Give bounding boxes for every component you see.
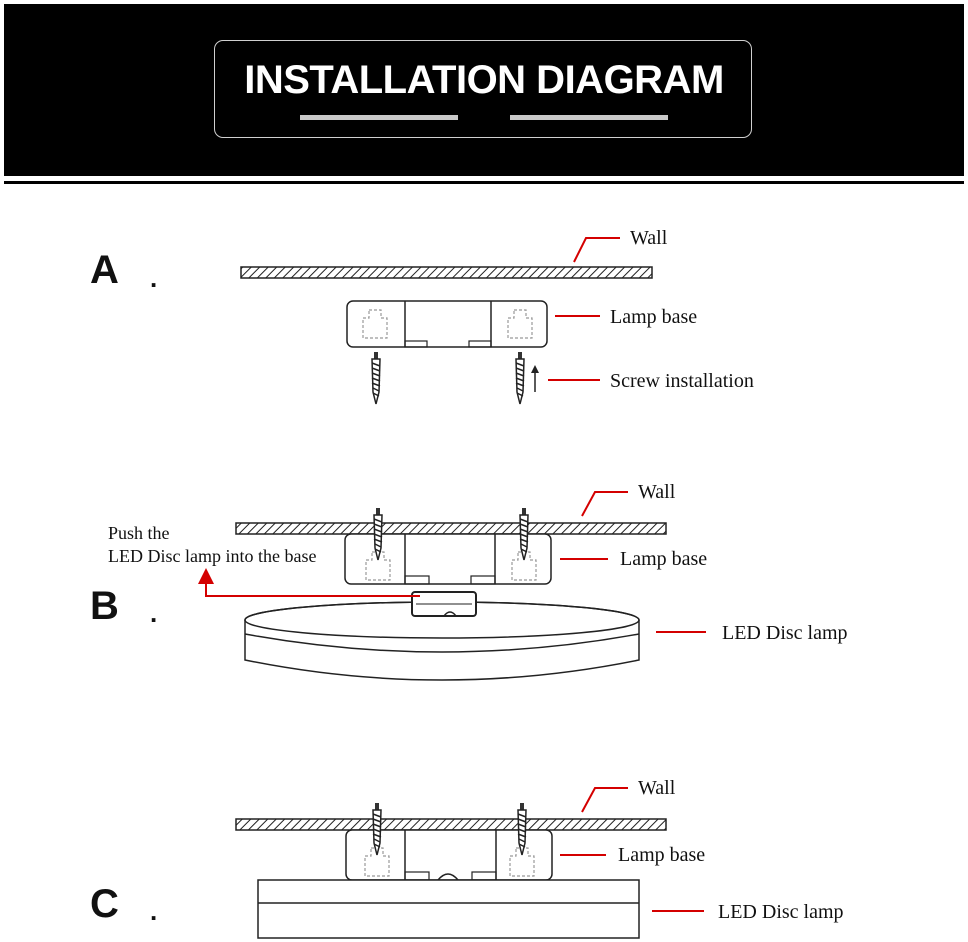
screw-icon (515, 351, 525, 405)
leader-line (581, 491, 628, 517)
label-lamp-base: Lamp base (620, 548, 707, 570)
wall-b (235, 522, 667, 535)
led-disc-lamp-c (257, 879, 640, 939)
up-arrow-icon (531, 365, 539, 392)
led-disc-lamp-b (244, 591, 640, 681)
step-c: C . Wall Lamp base LED Disc lamp (90, 777, 844, 939)
step-letter-a: A (90, 248, 119, 292)
label-wall: Wall (638, 777, 676, 799)
label-led-disc-lamp: LED Disc lamp (722, 622, 848, 644)
header-banner (4, 4, 964, 176)
header-divider (4, 181, 964, 184)
title-frame (214, 40, 752, 138)
label-screw-installation: Screw installation (610, 370, 754, 392)
step-b: B . Push the LED Disc lamp into the base (90, 481, 848, 681)
step-a: A . Wall Lamp base Screw installation (90, 227, 754, 405)
label-wall: Wall (638, 481, 676, 503)
title-underline-right (510, 115, 668, 120)
push-arrow (198, 568, 420, 597)
page-title: INSTALLATION DIAGRAM (244, 58, 724, 102)
label-lamp-base: Lamp base (610, 306, 697, 328)
leader-line (581, 787, 628, 813)
leader-line (573, 237, 620, 263)
label-lamp-base: Lamp base (618, 844, 705, 866)
note-line-2: LED Disc lamp into the base (108, 546, 316, 566)
step-letter-b: B (90, 584, 119, 628)
wall-c (235, 818, 667, 831)
step-dot-a: . (150, 263, 157, 293)
step-dot-c: . (150, 896, 157, 926)
step-letter-c: C (90, 882, 119, 926)
label-wall: Wall (630, 227, 668, 249)
lamp-base-a (346, 300, 548, 348)
lamp-base-b (344, 533, 552, 585)
step-dot-b: . (150, 598, 157, 628)
label-led-disc-lamp: LED Disc lamp (718, 901, 844, 923)
screw-icon (371, 351, 381, 405)
note-line-1: Push the (108, 523, 170, 543)
wall-a (240, 266, 653, 279)
title-underline-left (300, 115, 458, 120)
